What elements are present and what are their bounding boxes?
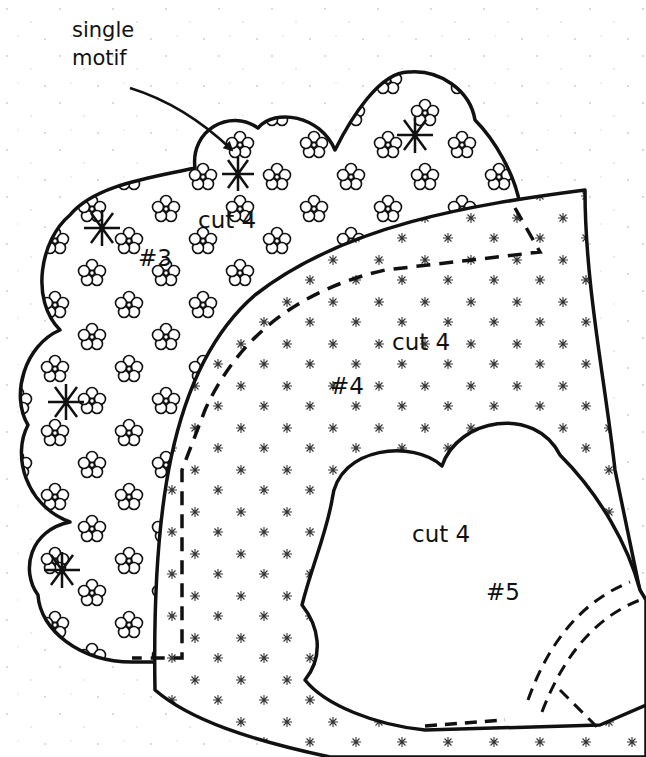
seam-line [542,600,640,712]
leader-arrow [130,88,232,150]
piece-number: #5 [486,580,520,605]
seam-line [425,720,505,726]
cut-count: cut 4 [198,208,256,233]
piece-outline [290,400,646,740]
cut-count: cut 4 [412,522,470,547]
cut-count: cut 4 [392,330,450,355]
piece-number: #3 [138,246,172,271]
seam-line [560,690,600,730]
asterisk-marks [44,117,433,588]
piece-number: #4 [330,374,364,399]
note-label: single motif [72,16,162,73]
seam-line [132,208,540,658]
pattern-piece-5: cut 4 #5 [290,400,646,740]
seam-line [528,582,630,700]
